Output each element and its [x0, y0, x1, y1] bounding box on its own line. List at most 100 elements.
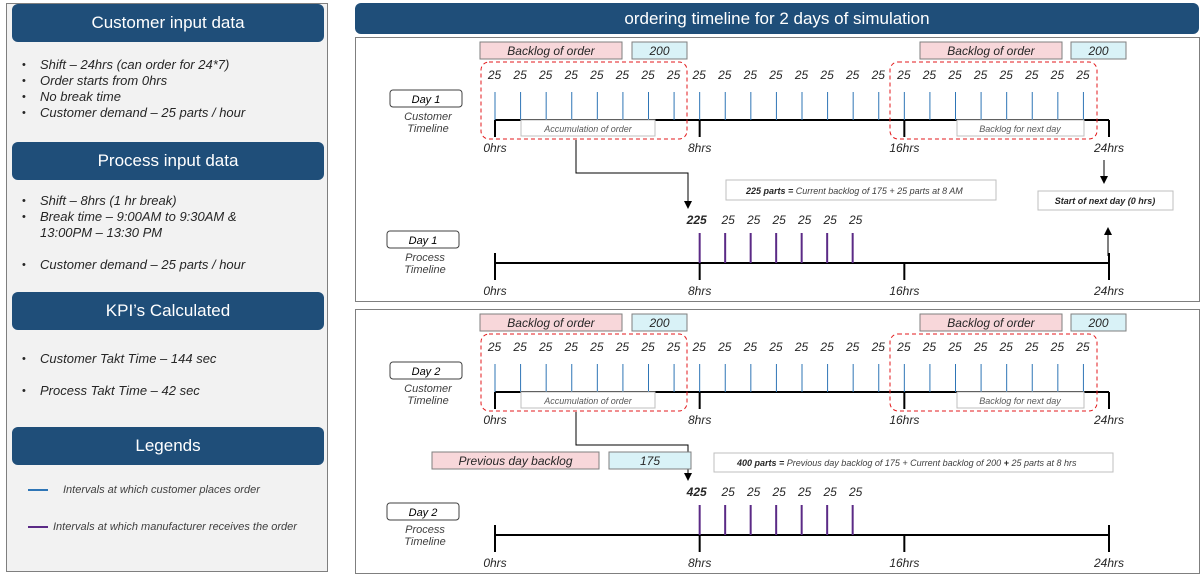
manufacturer-receive-legend-text: Intervals at which manufacturer receives…	[53, 521, 297, 533]
legends-header: Legends	[12, 427, 324, 465]
day-2-backlog-value-right-label: 200	[1087, 316, 1108, 330]
list-item: Order starts from 0hrs	[22, 73, 167, 89]
day-1-note-box	[725, 179, 997, 201]
day-1-customer-time-label: 8hrs	[688, 141, 711, 155]
day-2-customer-qty-label: 25	[717, 340, 732, 354]
day-2-customer-qty-label: 25	[1024, 340, 1039, 354]
day-2-process-qty-label: 25	[746, 485, 761, 499]
day-2-customer-qty-label: 25	[947, 340, 962, 354]
customer-order-legend-text: Intervals at which customer places order	[63, 484, 260, 496]
day-2-process-qty-label: 25	[720, 485, 735, 499]
day-1-customer-qty-label: 25	[640, 68, 655, 82]
day-2-customer-qty-label: 25	[819, 340, 834, 354]
day-1-customer-qty-label: 25	[794, 68, 809, 82]
day-1-customer-qty-label: 25	[743, 68, 758, 82]
start-next-day-box	[1037, 190, 1174, 211]
day-2-customer-qty-label: 25	[1075, 340, 1090, 354]
day-1-customer-qty-label: 25	[819, 68, 834, 82]
day-2-customer-qty-label: 25	[973, 340, 988, 354]
day-1-backlog-tag-left-label: Backlog of order	[507, 44, 595, 58]
day-2-process-qty-label: 25	[822, 485, 837, 499]
day-1-customer-qty-label: 25	[1075, 68, 1090, 82]
day-2-process-time-label: 24hrs	[1093, 556, 1124, 570]
day-1-next-day-label: Backlog for next day	[979, 124, 1061, 134]
list-item: Customer demand – 25 parts / hour	[22, 105, 245, 121]
prev-backlog-value-box	[608, 451, 692, 470]
day-1-next-day-box	[956, 119, 1085, 137]
day-1-customer-day-box	[389, 89, 463, 108]
list-item: Customer demand – 25 parts / hour	[22, 257, 245, 273]
customer-input-header: Customer input data	[12, 4, 324, 42]
manufacturer-receive-legend-line	[28, 526, 48, 528]
day-1-backlog-value-right-box	[1070, 41, 1127, 60]
day-2-customer-qty-label: 25	[666, 340, 681, 354]
day-2-customer-day-label: Day 2	[412, 366, 441, 378]
day-2-accumulation-label: Accumulation of order	[543, 396, 633, 406]
kpi-header: KPI’s Calculated	[12, 292, 324, 330]
day-1-customer-qty-label: 25	[512, 68, 527, 82]
day-2-customer-qty-label: 25	[998, 340, 1013, 354]
day-2-customer-qty-label: 25	[922, 340, 937, 354]
day-1-process-first-order-label: 225	[686, 213, 707, 227]
day-2-customer-qty-label: 25	[871, 340, 886, 354]
day-1-customer-time-label: 16hrs	[889, 141, 919, 155]
day-1-customer-qty-label: 25	[768, 68, 783, 82]
prev-backlog-tag-box	[431, 451, 600, 470]
day-2-process-time-label: 8hrs	[688, 556, 711, 570]
day-1-process-qty-label: 25	[797, 213, 812, 227]
customer-input-list: Shift – 24hrs (can order for 24*7) Order…	[18, 57, 318, 127]
day-1-process-day-sub-1: Process	[405, 252, 445, 264]
day-2-customer-day-sub-1: Customer	[404, 383, 453, 395]
day-2-customer-qty-label: 25	[794, 340, 809, 354]
day-1-backlog-tag-left-box	[479, 41, 623, 60]
day-1-process-time-label: 16hrs	[889, 284, 919, 298]
day-2-process-time-label: 0hrs	[483, 556, 506, 570]
day-1-accumulation-arrow	[575, 140, 692, 209]
process-input-header: Process input data	[12, 142, 324, 180]
day-2-customer-qty-label: 25	[640, 340, 655, 354]
day-1-next-day-dashed-box	[889, 61, 1098, 140]
day-1-process-time-label: 24hrs	[1093, 284, 1124, 298]
process-input-list: Shift – 8hrs (1 hr break) Break time – 9…	[18, 193, 318, 273]
day-1-backlog-tag-right-label: Backlog of order	[947, 44, 1035, 58]
day-1-customer-time-label: 24hrs	[1093, 141, 1124, 155]
day-2-backlog-value-right-box	[1070, 313, 1127, 332]
list-item: Process Takt Time – 42 sec	[22, 383, 200, 399]
day-1-backlog-value-left-label: 200	[648, 44, 669, 58]
customer-order-legend-line	[28, 489, 48, 491]
day-1-customer-qty-label: 25	[1050, 68, 1065, 82]
day-2-customer-qty-label: 25	[615, 340, 630, 354]
list-item: Customer Takt Time – 144 sec	[22, 351, 216, 367]
day-1-process-day-box	[386, 230, 460, 249]
day-1-process-qty-label: 25	[848, 213, 863, 227]
day-2-backlog-tag-left-box	[479, 313, 623, 332]
day-1-process-time-label: 0hrs	[483, 284, 506, 298]
start-next-day-label: Start of next day (0 hrs)	[1055, 196, 1156, 206]
day-1-customer-qty-label: 25	[564, 68, 579, 82]
day-1-customer-qty-label: 25	[538, 68, 553, 82]
day-2-process-time-label: 16hrs	[889, 556, 919, 570]
day-2-process-qty-label: 25	[848, 485, 863, 499]
day-2-backlog-tag-right-box	[919, 313, 1063, 332]
day-2-backlog-tag-right-label: Backlog of order	[947, 316, 1035, 330]
day-2-customer-time-label: 8hrs	[688, 413, 711, 427]
day-2-customer-qty-label: 25	[512, 340, 527, 354]
day-2-customer-qty-label: 25	[589, 340, 604, 354]
day-1-accumulation-label: Accumulation of order	[543, 124, 633, 134]
list-item: Shift – 24hrs (can order for 24*7)	[22, 57, 229, 73]
day-2-customer-time-label: 24hrs	[1093, 413, 1124, 427]
day-1-process-day-sub-2: Timeline	[404, 264, 445, 276]
day-2-customer-day-box	[389, 361, 463, 380]
list-item: Shift – 8hrs (1 hr break)	[22, 193, 177, 209]
day-2-process-day-box	[386, 502, 460, 521]
day-1-customer-day-sub-2: Timeline	[407, 123, 448, 135]
main-title: ordering timeline for 2 days of simulati…	[355, 3, 1199, 34]
day-1-customer-time-label: 0hrs	[483, 141, 506, 155]
day-1-process-qty-label: 25	[771, 213, 786, 227]
day-2-accumulation-box	[520, 391, 656, 409]
day-2-customer-qty-label: 25	[564, 340, 579, 354]
day-2-process-day-sub-1: Process	[405, 524, 445, 536]
day-1-customer-qty-label: 25	[871, 68, 886, 82]
prev-backlog-value-label: 175	[640, 454, 660, 468]
